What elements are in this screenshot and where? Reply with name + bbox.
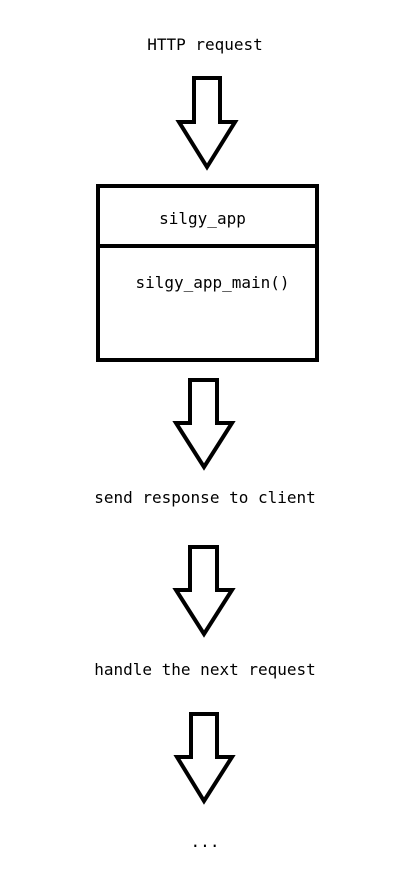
http-request-label: HTTP request	[147, 35, 263, 54]
down-arrow-4	[173, 712, 236, 805]
silgy-app-box: silgy_app silgy_app_main()	[96, 184, 319, 362]
box-divider	[100, 244, 315, 248]
silgy-app-title: silgy_app	[159, 209, 246, 228]
down-arrow-2	[172, 378, 236, 471]
down-arrow-3	[172, 545, 236, 638]
next-request-label: handle the next request	[94, 660, 316, 679]
send-response-label: send response to client	[94, 488, 316, 507]
silgy-app-main-label: silgy_app_main()	[135, 273, 290, 292]
ellipsis-label: ...	[190, 832, 220, 851]
down-arrow-1	[175, 76, 239, 171]
